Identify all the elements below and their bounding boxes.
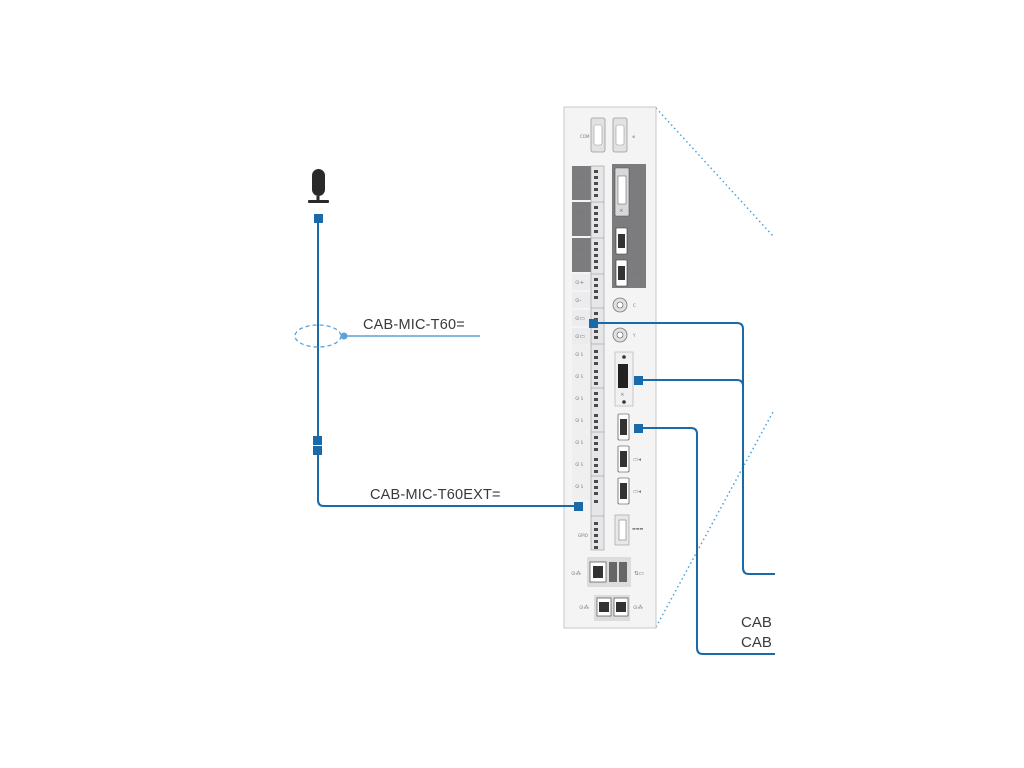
cut-off-label-2: CAB xyxy=(741,634,772,651)
svg-text:⊙-: ⊙- xyxy=(574,263,581,269)
svg-text:⊙+: ⊙+ xyxy=(575,280,585,286)
mic-connector xyxy=(314,214,323,223)
svg-text:⊕: ⊕ xyxy=(632,134,635,139)
codec-mic-connector xyxy=(574,502,583,511)
svg-text:⊙⁂: ⊙⁂ xyxy=(571,570,582,577)
codec-connector-3 xyxy=(634,424,643,433)
svg-text:▭: ▭ xyxy=(632,192,637,198)
cable-connectors xyxy=(313,214,643,511)
codec-cable-1 xyxy=(592,322,775,575)
coupler-connector-bottom xyxy=(313,446,322,455)
coax-connectors: C Y xyxy=(612,297,636,343)
euroblock-terminal-strip xyxy=(590,165,605,551)
svg-text:⊙⇂: ⊙⇂ xyxy=(575,439,584,446)
hdmi-inputs: ▭◂ ▭◂ xyxy=(617,413,641,505)
codec-connector-2 xyxy=(634,376,643,385)
svg-text:⊙⇂: ⊙⇂ xyxy=(575,351,584,358)
svg-text:⨯: ⨯ xyxy=(620,392,625,398)
svg-text:GPIO: GPIO xyxy=(578,533,588,538)
svg-text:C: C xyxy=(633,303,636,308)
zoom-callout-lines xyxy=(655,107,774,628)
svg-text:⊙-: ⊙- xyxy=(574,227,581,233)
displayport-input: ▬▬▬ xyxy=(614,514,644,546)
video-output-group: ▭ ⨯ ▭ ▭ xyxy=(612,164,646,288)
svg-text:⊙⇂: ⊙⇂ xyxy=(575,461,584,468)
svg-text:▭: ▭ xyxy=(632,241,637,247)
mic-ext-cable-label: CAB-MIC-T60EXT= xyxy=(370,487,501,503)
svg-text:⊙⁂: ⊙⁂ xyxy=(633,604,644,611)
codec-cable-3 xyxy=(638,427,775,655)
svg-text:⊙⁂: ⊙⁂ xyxy=(579,604,590,611)
cut-off-label-1: CAB xyxy=(741,614,772,631)
serial-ports: COM ⊕ xyxy=(580,117,635,153)
svg-text:▭: ▭ xyxy=(632,271,637,277)
svg-text:⊙▭: ⊙▭ xyxy=(575,316,585,322)
svg-text:⊙⇂: ⊙⇂ xyxy=(575,395,584,402)
svg-text:⊙▭: ⊙▭ xyxy=(575,334,585,340)
svg-text:⊙⇂: ⊙⇂ xyxy=(575,483,584,490)
codec-cable-2 xyxy=(638,379,744,420)
network-usb-ports: ⊙⁂ ⇅▭ ⊙⁂ ⊙⁂ xyxy=(571,557,644,621)
cable-lines xyxy=(317,219,775,655)
dvi-input: ⨯ xyxy=(614,351,634,407)
left-light-port-labels: ⊙+ ⊙- ⊙▭ ⊙▭ ⊙⇂ ⊙⇂ ⊙⇂ ⊙⇂ ⊙⇂ ⊙⇂ ⊙⇂ GPIO xyxy=(572,274,591,538)
svg-text:⊙+: ⊙+ xyxy=(574,174,584,180)
codec-connector-1 xyxy=(589,319,598,328)
svg-text:⊙⇂: ⊙⇂ xyxy=(575,417,584,424)
coupler-connector-top xyxy=(313,436,322,445)
svg-text:▭◂: ▭◂ xyxy=(633,457,641,463)
svg-text:⨯: ⨯ xyxy=(619,208,624,214)
svg-text:⊙+: ⊙+ xyxy=(574,210,584,216)
cable-coupler xyxy=(294,324,480,348)
svg-text:⊙⇂: ⊙⇂ xyxy=(575,373,584,380)
svg-text:⊙-: ⊙- xyxy=(575,298,582,304)
left-dark-port-groups: ⊙+ ⊙- ⊙+ ⊙- ⊙+ ⊙- xyxy=(572,166,591,272)
svg-text:COM: COM xyxy=(580,134,590,139)
svg-text:⇅▭: ⇅▭ xyxy=(634,570,644,577)
mic-ext-cable-line xyxy=(317,452,578,507)
svg-text:Y: Y xyxy=(632,333,636,338)
mic-cable-label: CAB-MIC-T60= xyxy=(363,317,465,333)
svg-text:▭◂: ▭◂ xyxy=(633,489,641,495)
svg-text:⊙+: ⊙+ xyxy=(574,246,584,252)
svg-text:⊙-: ⊙- xyxy=(574,191,581,197)
svg-text:▬▬▬: ▬▬▬ xyxy=(632,526,644,531)
microphone-icon xyxy=(308,169,329,203)
codec-rear-panel: COM ⊕ ⊙+ ⊙- ⊙+ ⊙- ⊙+ ⊙- ⊙+ ⊙- ⊙▭ ⊙▭ ⊙⇂ xyxy=(563,106,657,629)
